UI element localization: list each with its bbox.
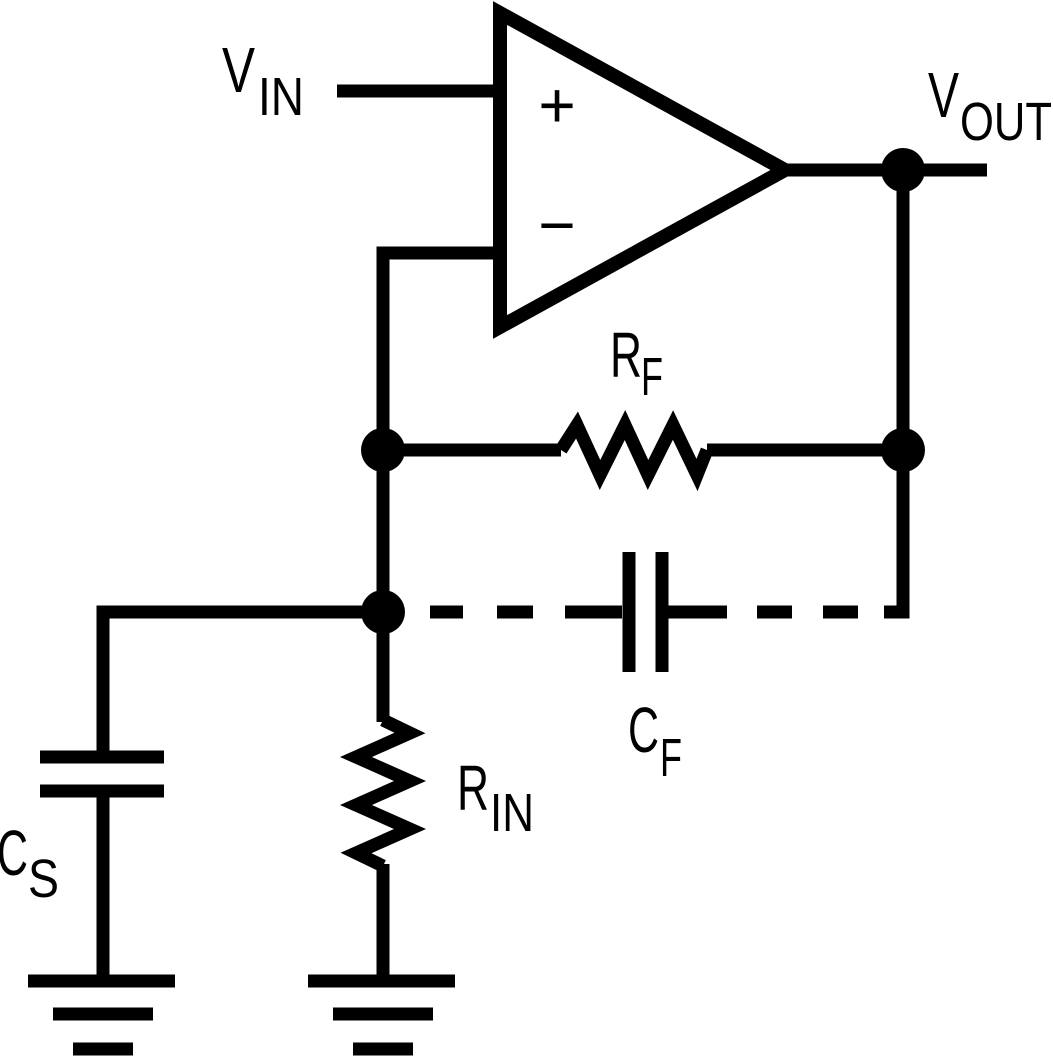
vout-label-subscript: OUT <box>960 92 1052 152</box>
opamp-plus-sign: + <box>538 69 575 141</box>
junction-dots-group <box>361 148 925 634</box>
vin-label-subscript: IN <box>258 67 304 127</box>
cs-branch-wire <box>96 605 383 753</box>
opamp-triangle <box>493 1 800 339</box>
output-branch-wire <box>884 170 910 619</box>
cs-capacitor <box>40 750 164 798</box>
rf-resistor-zigzag <box>555 409 714 492</box>
cs-label-subscript: S <box>28 849 59 909</box>
cf-label-subscript: F <box>660 728 682 788</box>
wires-group <box>96 84 987 981</box>
vout-label: V <box>928 59 959 131</box>
rin-label: R <box>457 752 489 824</box>
rf-label-subscript: F <box>641 347 663 407</box>
vin-label: V <box>222 34 255 106</box>
rin-resistor-zigzag <box>339 714 427 872</box>
labels-group: V IN V OUT R F C F R IN C S <box>0 34 1052 909</box>
rin-label-subscript: IN <box>490 783 534 843</box>
opamp-polarity-marks: + − <box>538 69 575 261</box>
inverting-feedback-wire <box>376 246 500 455</box>
cf-capacitor <box>622 552 669 672</box>
cs-label: C <box>0 817 28 889</box>
junction-dot-feedback-left <box>361 428 405 472</box>
junction-dot-output <box>881 148 925 192</box>
ground-symbol-left <box>28 974 175 1056</box>
ground-symbol-right <box>308 974 455 1056</box>
junction-dot-feedback-right <box>881 428 925 472</box>
junction-dot-input-node <box>361 590 405 634</box>
rf-label: R <box>610 319 642 391</box>
cf-label: C <box>628 694 659 766</box>
opamp-minus-sign: − <box>538 189 575 261</box>
